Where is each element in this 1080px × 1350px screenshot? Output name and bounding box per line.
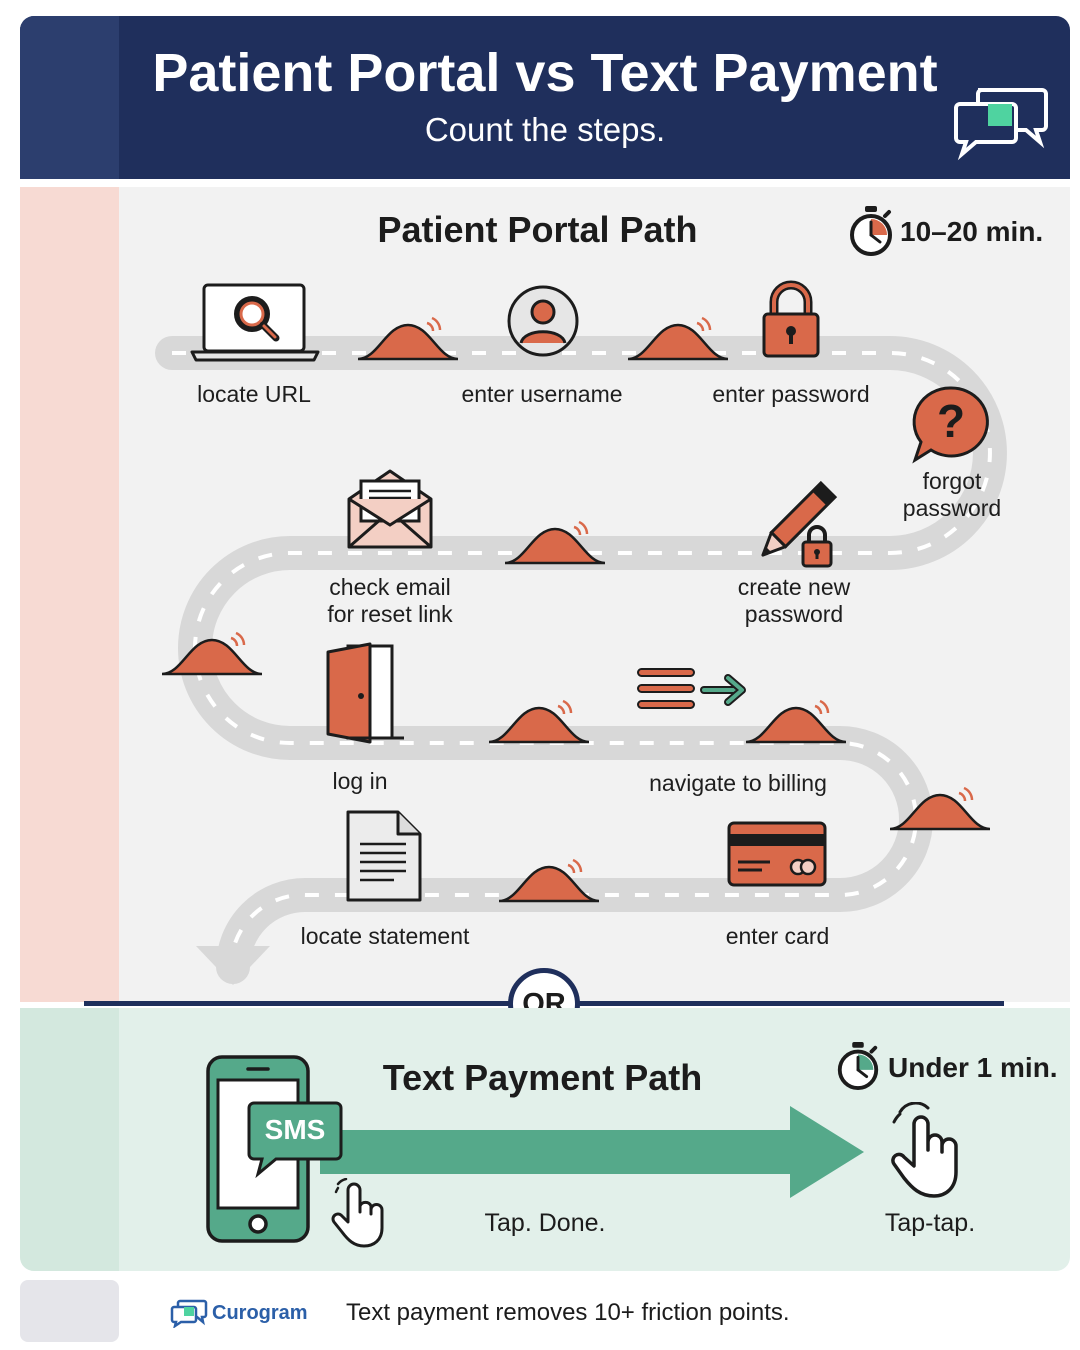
step-label-create-new-line1: create new (737, 574, 851, 600)
speed-bump (504, 520, 606, 565)
speed-bump (627, 316, 729, 361)
text-payment-section-title: Text Payment Path (382, 1057, 703, 1098)
page-title: Patient Portal vs Text Payment (152, 43, 938, 103)
portal-section-title: Patient Portal Path (377, 209, 698, 250)
step-label-create-new-line2: password (744, 601, 844, 627)
laptop-search-icon (190, 283, 320, 362)
tap-hand-icon (331, 1178, 384, 1248)
tap-tap-label: Tap-tap. (884, 1209, 976, 1237)
step-label-forgot-line1: forgot (922, 468, 982, 494)
green-arrow (320, 1106, 864, 1198)
speed-bump (161, 631, 263, 676)
speed-bump (498, 858, 600, 903)
tap-done-label: Tap. Done. (484, 1209, 606, 1237)
question-bubble-icon: ? (912, 386, 989, 464)
menu-arrow-icon (637, 668, 746, 709)
credit-card-icon (727, 821, 827, 887)
speed-bump (745, 699, 847, 744)
portal-time-label: 10–20 min. (900, 216, 1044, 247)
sms-bubble-icon (247, 1101, 343, 1178)
step-label-enter-card: enter card (725, 923, 830, 949)
speed-bump (488, 699, 590, 744)
padlock-icon (762, 280, 820, 358)
step-label-forgot-line2: password (902, 495, 1002, 521)
step-label-enter-password: enter password (712, 381, 870, 407)
document-icon (346, 810, 422, 902)
footer-accent-block (20, 1280, 119, 1342)
speed-bump (889, 786, 991, 831)
sms-label: SMS (264, 1114, 326, 1145)
header-banner (20, 16, 1070, 179)
door-icon (326, 642, 404, 744)
curogram-logo-icon (170, 1299, 208, 1328)
stopwatch-icon (850, 206, 892, 256)
step-label-navigate-billing: navigate to billing (649, 770, 827, 796)
footer-tagline: Text payment removes 10+ friction points… (346, 1299, 790, 1326)
double-tap-hand-icon (891, 1102, 958, 1198)
chat-bubbles-icon (954, 88, 1048, 161)
step-label-check-email-line1: check email (329, 574, 451, 600)
portal-accent-strip (20, 187, 119, 1002)
step-label-log-in: log in (332, 768, 388, 794)
envelope-icon (347, 469, 433, 549)
page-subtitle: Count the steps. (424, 111, 666, 148)
brand-name: Curogram (212, 1302, 308, 1324)
text-payment-time-label: Under 1 min. (888, 1052, 1058, 1083)
header-accent-strip (20, 16, 119, 179)
svg-text:?: ? (937, 395, 965, 447)
text-payment-accent-strip (20, 1008, 119, 1271)
portal-road (155, 336, 1007, 985)
speed-bump (357, 316, 459, 361)
step-label-check-email-line2: for reset link (327, 601, 453, 627)
step-label-enter-username: enter username (461, 381, 623, 407)
step-label-locate-url: locate URL (197, 381, 311, 407)
step-label-locate-statement: locate statement (300, 923, 470, 949)
user-avatar-icon (507, 285, 579, 357)
pencil-lock-icon (761, 480, 838, 568)
stopwatch-icon (837, 1042, 879, 1090)
